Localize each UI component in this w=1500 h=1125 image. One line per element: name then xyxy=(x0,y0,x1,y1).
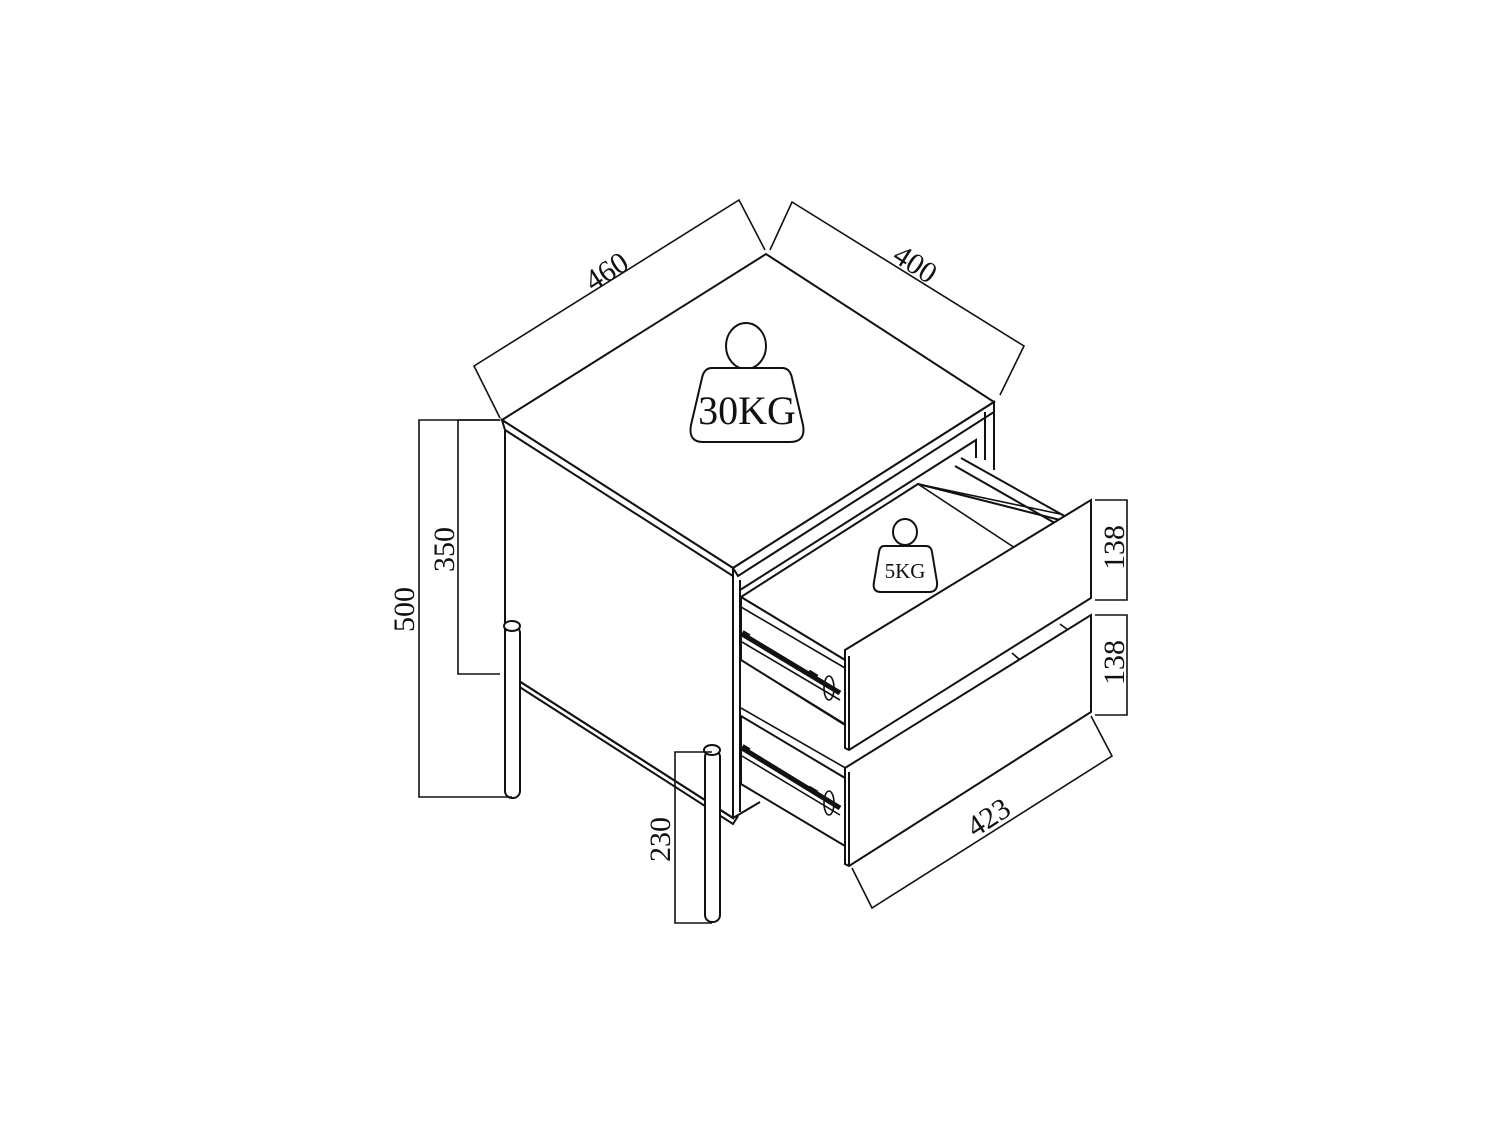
drawer-width-label: 423 xyxy=(961,792,1017,844)
bottom-drawer xyxy=(740,613,1092,868)
top-load-weight-icon: 30KG xyxy=(689,322,805,443)
top-drawer-height-label: 138 xyxy=(1098,525,1131,570)
front-left-leg xyxy=(503,620,521,799)
leg-height-dimension: 230 xyxy=(644,751,712,924)
bottom-drawer-height-label: 138 xyxy=(1098,640,1131,685)
front-right-leg xyxy=(703,744,721,923)
total-height-dimension: 500 xyxy=(388,419,512,798)
drawer-load-weight-icon: 5KG xyxy=(872,518,939,593)
total-height-label: 500 xyxy=(388,587,421,632)
drawer-load-label: 5KG xyxy=(885,559,926,583)
depth-label: 400 xyxy=(887,238,943,290)
leg-height-label: 230 xyxy=(644,817,677,862)
body-height-dimension: 350 xyxy=(428,419,500,675)
bottom-drawer-height-dimension: 138 xyxy=(1095,614,1131,716)
width-label: 460 xyxy=(579,246,635,298)
top-load-label: 30KG xyxy=(698,388,796,433)
body-height-label: 350 xyxy=(428,527,461,572)
top-drawer-height-dimension: 138 xyxy=(1095,499,1131,601)
